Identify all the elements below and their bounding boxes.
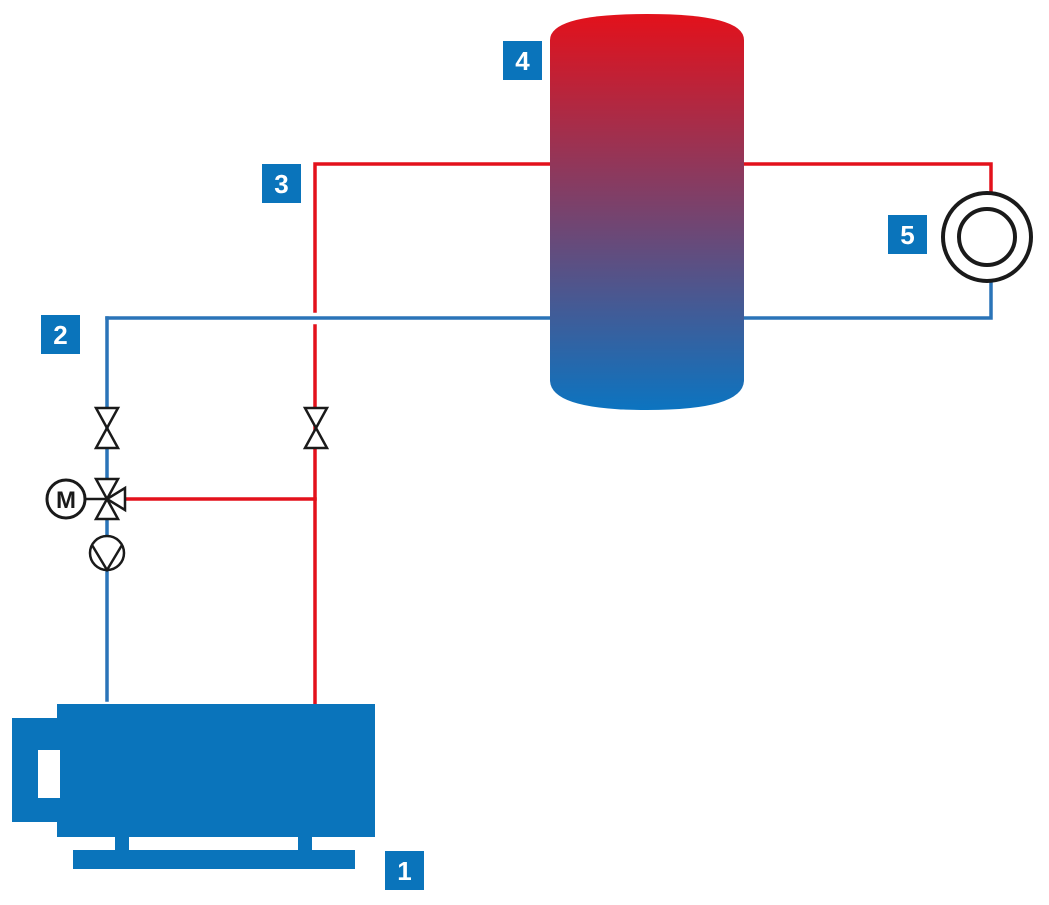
label-5-text: 5	[900, 220, 914, 250]
buffer-tank-icon	[550, 14, 744, 410]
label-3-text: 3	[274, 169, 288, 199]
label-4: 4	[503, 41, 542, 80]
label-4-text: 4	[515, 46, 530, 76]
flow-pipe-consumer	[742, 162, 993, 194]
label-1: 1	[385, 851, 424, 890]
return-pipe-consumer	[742, 280, 993, 320]
label-2: 2	[41, 315, 80, 354]
heat-consumer-icon	[941, 191, 1033, 283]
label-1-text: 1	[397, 856, 411, 886]
label-3: 3	[262, 164, 301, 203]
label-2-text: 2	[53, 320, 67, 350]
return-pipes	[105, 280, 993, 702]
pump-icon	[88, 534, 126, 573]
valve-icon	[302, 406, 330, 450]
flow-pipes	[118, 162, 993, 708]
three-way-valve-icon	[86, 477, 127, 521]
valve-icon	[93, 406, 121, 450]
motor-icon: M	[45, 478, 87, 520]
motor-label: M	[56, 487, 76, 514]
label-5: 5	[888, 215, 927, 254]
engine-icon	[12, 704, 375, 869]
flow-pipe-upper	[313, 162, 554, 313]
